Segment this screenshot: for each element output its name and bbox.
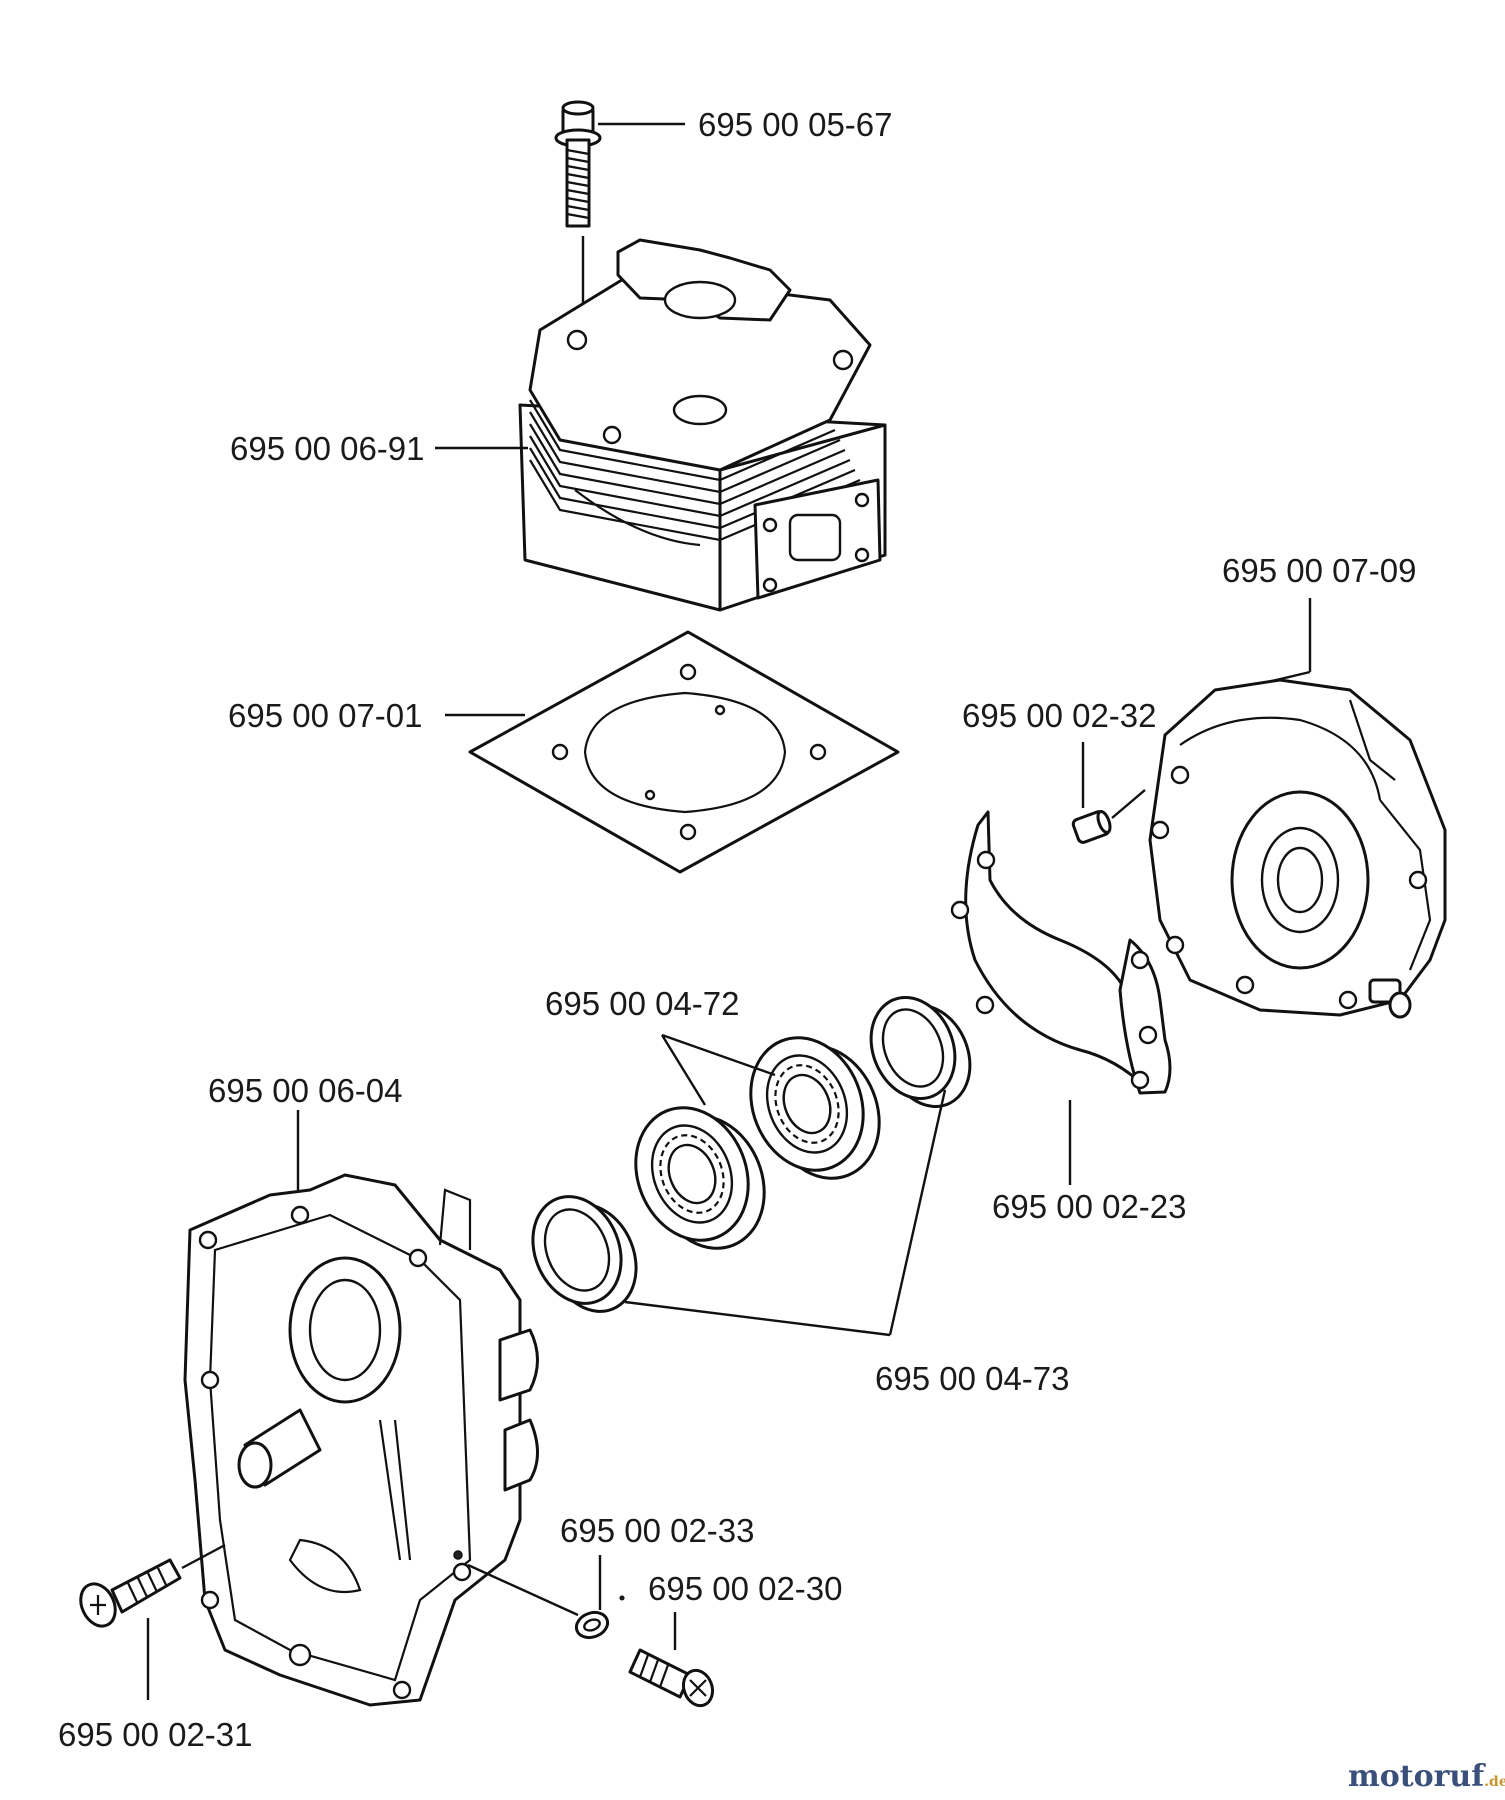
part-label-washer: 695 00 02-33 <box>560 1512 755 1549</box>
part-label-screw-left: 695 00 02-31 <box>58 1716 253 1753</box>
watermark-suffix: .de <box>1484 1774 1505 1790</box>
seal-left-drawing <box>531 1195 638 1313</box>
part-label-seals: 695 00 04-73 <box>875 1360 1070 1397</box>
part-label-crankcase-gasket: 695 00 02-23 <box>992 1188 1187 1225</box>
part-label-crankcase-left: 695 00 06-04 <box>208 1072 403 1109</box>
svg-text:motoruf.de: motoruf.de <box>1348 1759 1505 1794</box>
plug-screw-drawing <box>628 1612 715 1708</box>
part-label-cylinder-gasket: 695 00 07-01 <box>228 697 423 734</box>
part-label-bearings: 695 00 04-72 <box>545 985 740 1022</box>
part-labels: 695 00 05-67 695 00 06-91 695 00 07-09 6… <box>58 106 1417 1753</box>
pin-right-drawing <box>1071 742 1146 844</box>
watermark-logo: motoruf.de <box>1348 1759 1505 1794</box>
seal-right-drawing <box>869 996 972 1108</box>
bearing-1-drawing <box>634 1106 766 1250</box>
cylinder-drawing <box>518 238 887 612</box>
bolt-top-drawing <box>554 100 602 320</box>
watermark-text: motoruf <box>1348 1759 1486 1794</box>
part-label-pin-right: 695 00 02-32 <box>962 697 1157 734</box>
crankcase-left-drawing <box>183 1173 539 1707</box>
part-label-bolt-top: 695 00 05-67 <box>698 106 893 143</box>
leader-lines <box>146 122 1312 1700</box>
crankcase-gasket-drawing <box>950 810 1172 1095</box>
bearing-2-drawing <box>749 1036 881 1180</box>
screw-left-drawing <box>79 1543 226 1628</box>
part-label-crankcase-right: 695 00 07-09 <box>1222 552 1417 589</box>
part-label-plug-screw: 695 00 02-30 <box>648 1570 843 1607</box>
cylinder-gasket-drawing <box>468 630 900 874</box>
washer-drawing <box>467 1555 625 1640</box>
part-label-cylinder: 695 00 06-91 <box>230 430 425 467</box>
crankcase-right-drawing <box>1148 678 1447 1019</box>
